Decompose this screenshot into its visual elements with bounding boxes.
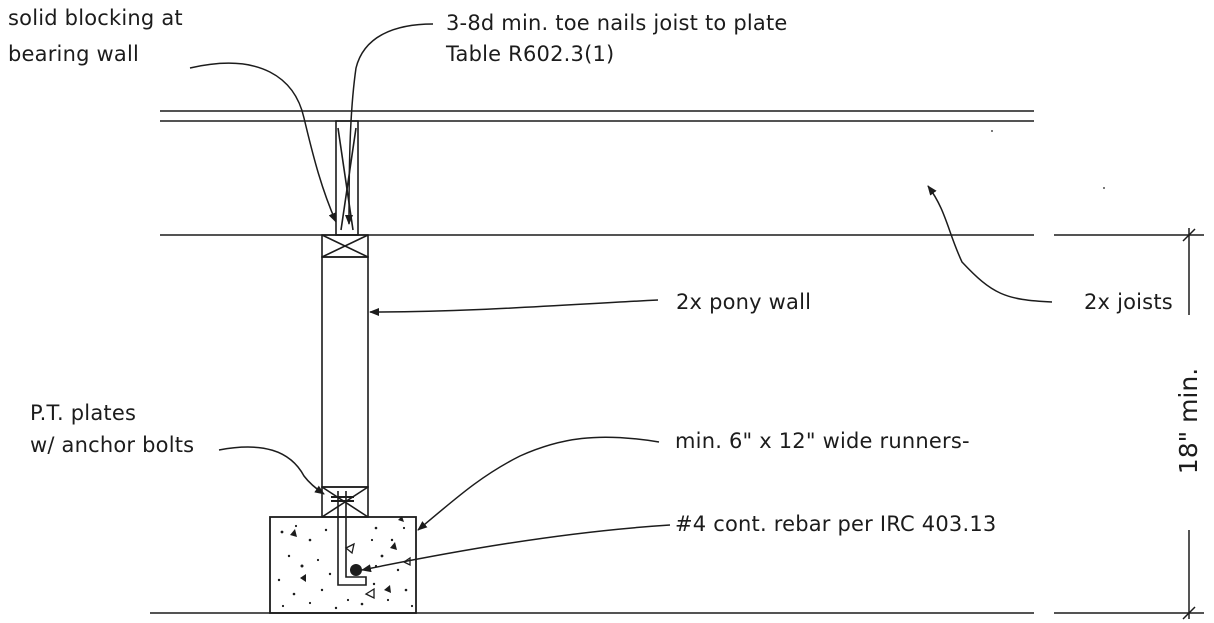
- pony-wall-stud: [321, 256, 369, 488]
- label-solid-blocking-line2: bearing wall: [8, 42, 140, 66]
- label-rebar: #4 cont. rebar per IRC 403.13: [675, 512, 997, 536]
- leader-pt-plates: [218, 446, 325, 495]
- anchor-bolt: [337, 491, 367, 586]
- leader-rebar: [361, 524, 671, 573]
- leader-joists: [927, 185, 1053, 303]
- toe-nail: [340, 127, 357, 231]
- concrete-triangles: [344, 542, 411, 600]
- rebar-4: [350, 564, 362, 576]
- label-solid-blocking-line1: solid blocking at: [8, 6, 183, 30]
- label-toe-nails-line2: Table R602.3(1): [446, 42, 615, 66]
- toe-nail: [337, 127, 354, 231]
- leader-toe-nails: [345, 23, 434, 225]
- label-joists: 2x joists: [1084, 290, 1173, 314]
- label-dimension-18-min: 18" min.: [1174, 367, 1203, 475]
- label-pt-plates-line2: w/ anchor bolts: [30, 433, 195, 457]
- label-pony-wall: 2x pony wall: [676, 290, 812, 314]
- concrete-runner: [269, 516, 417, 614]
- leader-pony-wall: [369, 299, 659, 316]
- label-toe-nails-line1: 3-8d min. toe nails joist to plate: [446, 11, 788, 35]
- leader-runners: [417, 436, 660, 531]
- label-runners: min. 6" x 12" wide runners-: [675, 429, 970, 453]
- dimension-line: [1054, 228, 1204, 620]
- label-pt-plates-line1: P.T. plates: [30, 401, 137, 425]
- leader-solid-blocking: [189, 62, 337, 223]
